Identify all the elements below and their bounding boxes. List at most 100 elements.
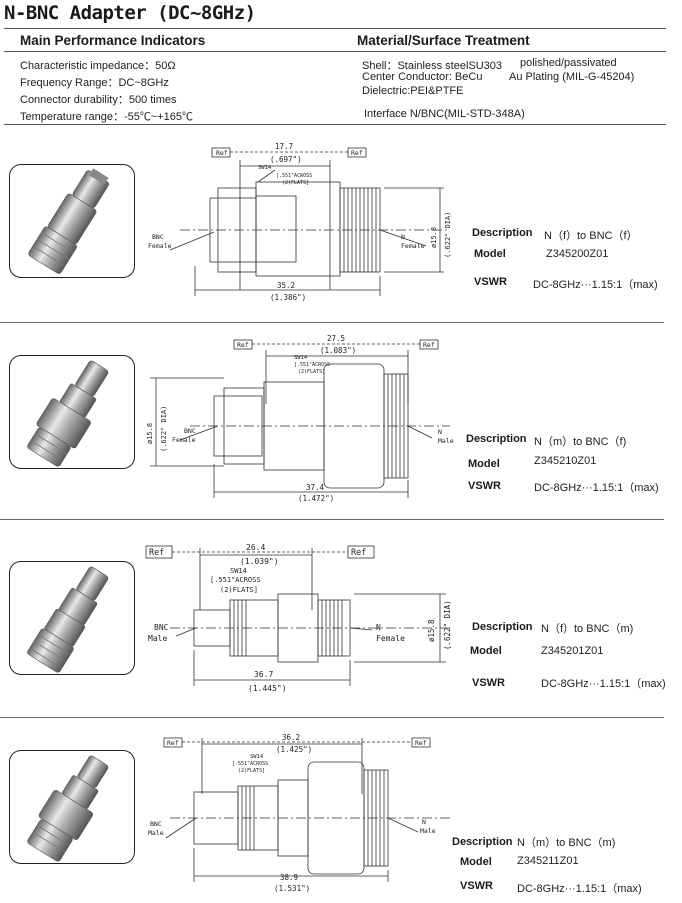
vswr-value: DC-8GHz···1.15:1（max) [533, 279, 658, 291]
product-photo [9, 164, 135, 278]
n-label: N [401, 233, 405, 241]
bnc-label: BNC [184, 427, 196, 435]
dim-bot-mm: 35.2 [277, 281, 295, 290]
technical-drawing: Ref Ref 17.7 (.697") SW14 [.551"ACROSS (… [148, 142, 452, 302]
vswr-label: VSWR [474, 276, 507, 288]
description-label: Description [472, 621, 533, 633]
sw-label: SW14 [258, 165, 272, 171]
sw-label: SW14 [250, 754, 264, 760]
flats-label: (2)FLATS] [238, 768, 265, 774]
vswr-value: DC-8GHz···1.15:1（max) [541, 678, 666, 690]
ref-label: Ref [237, 341, 249, 349]
ref-label: Ref [351, 548, 366, 558]
technical-drawing: Ref Ref 27.5 (1.083") SW14 [.551"ACROSS … [146, 334, 454, 503]
model-value: Z345210Z01 [534, 455, 597, 467]
dim-bot-in: (1.531") [274, 884, 310, 893]
description-label: Description [472, 227, 533, 239]
flats-label: (2)FLATS] [220, 586, 258, 594]
right-gender: Female [376, 634, 405, 643]
adapter-image [28, 168, 109, 274]
page-title: N-BNC Adapter (DC~8GHz) [4, 2, 256, 24]
title-rule [4, 28, 666, 29]
dim-top-in: (1.039") [240, 557, 279, 566]
bnc-label: BNC [154, 623, 169, 632]
dim-top-mm: 36.2 [282, 734, 300, 742]
ref-label: Ref [216, 149, 228, 157]
model-value: Z345200Z01 [546, 248, 609, 260]
dia-in: (.622" DIA) [444, 212, 452, 258]
adapter-image [27, 755, 109, 862]
left-gender: Female [148, 242, 172, 250]
dim-bot-mm: 38.9 [280, 873, 298, 882]
dia-mm: ø15.8 [430, 227, 438, 248]
left-gender: Female [172, 436, 196, 444]
model-value: Z345211Z01 [517, 855, 579, 867]
spec-durability: Connector durability：500 times [20, 94, 177, 106]
sw-label: SW14 [294, 355, 308, 361]
dia-mm: ø15.8 [427, 619, 436, 642]
vswr-value: DC-8GHz···1.15:1（max) [517, 883, 642, 895]
right-gender: Female [401, 242, 425, 250]
across-label: [.551"ACROSS [294, 362, 330, 368]
flats-label: (2)FLATS] [298, 369, 325, 375]
material-dielectric: Dielectric:PEI&PTFE [362, 85, 464, 97]
dim-bot-in: (1.472") [298, 494, 334, 503]
model-value: Z345201Z01 [541, 645, 604, 657]
spec-impedance: Characteristic impedance：50Ω [20, 60, 176, 72]
row-separator [0, 717, 664, 718]
ref-label: Ref [149, 548, 164, 558]
product-photo [9, 355, 135, 469]
description-value: N（m）to BNC（f) [534, 436, 627, 448]
product-photo [9, 561, 135, 675]
adapter-image [27, 360, 109, 467]
across-label: [.551"ACROSS [210, 576, 261, 584]
description-label: Description [466, 433, 527, 445]
dim-top-mm: 17.7 [275, 142, 293, 151]
across-label: [.551"ACROSS [232, 761, 268, 767]
product-photo [9, 750, 135, 864]
vswr-label: VSWR [472, 677, 505, 689]
dim-top-in: (1.425") [276, 745, 312, 754]
material-heading: Material/Surface Treatment [357, 33, 530, 48]
material-center: Center Conductor: BeCu [362, 71, 483, 83]
description-value: N（f）to BNC（m) [541, 623, 634, 635]
technical-drawing: Ref Ref 26.4 (1.039") SW14 [.551"ACROSS … [145, 543, 452, 693]
material-interface: Interface N/BNC(MIL-STD-348A) [364, 108, 525, 120]
ref-label: Ref [351, 149, 363, 157]
ref-label: Ref [423, 341, 435, 349]
left-gender: Male [148, 634, 167, 643]
description-value: N（f）to BNC（f） [544, 230, 638, 242]
across-label: [.551"ACROSS [276, 173, 312, 179]
bnc-label: BNC [152, 233, 164, 241]
row-separator [0, 322, 664, 323]
left-gender: Male [148, 829, 164, 837]
dim-bot-in: (1.445") [248, 684, 287, 693]
ref-label: Ref [415, 739, 427, 747]
n-label: N [422, 818, 426, 826]
dim-top-mm: 26.4 [246, 543, 265, 552]
model-label: Model [470, 645, 502, 657]
n-label: N [438, 428, 442, 436]
heading-rule [4, 51, 666, 52]
dim-top-mm: 27.5 [327, 334, 345, 343]
right-gender: Male [420, 827, 436, 835]
vswr-label: VSWR [468, 480, 501, 492]
dim-bot-mm: 37.4 [306, 483, 325, 492]
bnc-label: BNC [150, 820, 162, 828]
description-value: N（m）to BNC（m) [517, 837, 616, 849]
material-plating: Au Plating (MIL-G-45204) [509, 71, 635, 83]
performance-heading: Main Performance Indicators [20, 33, 206, 48]
model-label: Model [474, 248, 506, 260]
model-label: Model [468, 458, 500, 470]
model-label: Model [460, 856, 492, 868]
dia-in: (.622" DIA) [160, 406, 168, 452]
vswr-value: DC-8GHz···1.15:1（max) [534, 482, 659, 494]
row-separator [0, 519, 664, 520]
spec-temperature: Temperature range：-55℃~+165℃ [20, 111, 194, 123]
right-gender: Male [438, 437, 454, 445]
dim-bot-mm: 36.7 [254, 670, 273, 679]
spec-frequency: Frequency Range：DC~8GHz [20, 77, 169, 89]
flats-label: (2)FLATS] [282, 180, 309, 186]
dia-mm: ø15.8 [146, 423, 154, 444]
dim-top-in: (1.083") [320, 346, 356, 355]
